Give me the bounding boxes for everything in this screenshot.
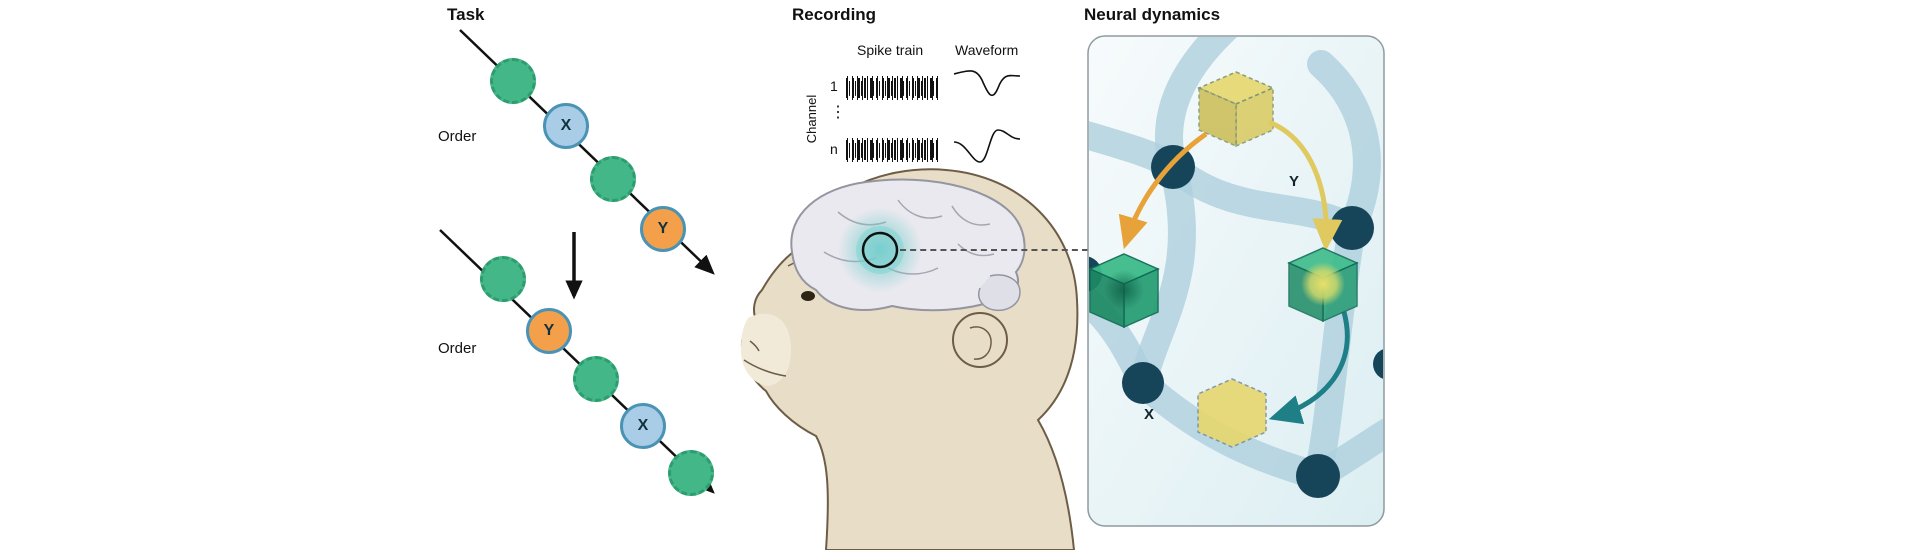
seq1-item-x-circle: X (543, 103, 589, 149)
monkey-ear (952, 312, 1008, 368)
seq2-distractor-circle-3 (668, 450, 714, 496)
neural-dynamics-diagram: Y X (1087, 35, 1385, 527)
recording-site-connector-line (900, 249, 1088, 251)
waveform-label: Waveform (955, 42, 1019, 58)
cube-state-y (1197, 71, 1275, 148)
state-shape-x (1197, 378, 1267, 448)
seq2-item-y-circle: Y (526, 308, 572, 354)
monkey-eye (801, 291, 815, 301)
state-label-y: Y (1289, 173, 1299, 190)
waveform-channel-1 (953, 70, 1021, 97)
state-label-x: X (1144, 406, 1154, 423)
cerebellum (978, 274, 1021, 312)
recording-site-marker (861, 231, 899, 269)
order-label-2: Order (438, 340, 477, 357)
order-label-1: Order (438, 128, 477, 145)
channel-number-first: 1 (830, 78, 838, 94)
recording-site-glow (838, 208, 922, 292)
seq1-item-y-label: Y (657, 220, 669, 237)
seq2-distractor-circle-2 (573, 356, 619, 402)
channel-axis-label: Channel (804, 94, 819, 144)
recording-panel-title: Recording (792, 5, 877, 24)
task-panel-title: Task (447, 5, 485, 24)
seq2-item-y-label: Y (543, 322, 555, 339)
neural-dynamics-panel-title: Neural dynamics (1084, 5, 1221, 24)
seq1-distractor-circle-1 (490, 58, 536, 104)
spike-train-label: Spike train (857, 42, 924, 58)
seq1-distractor-circle-2 (590, 156, 636, 202)
monkey-nostril (749, 340, 760, 352)
seq2-item-x-circle: X (620, 403, 666, 449)
transition-arrow-yellow (1268, 119, 1343, 252)
seq2-distractor-circle-1 (480, 256, 526, 302)
seq1-item-y-circle: Y (640, 206, 686, 252)
monkey-ear-inner (969, 326, 992, 360)
seq2-item-x-label: X (637, 417, 649, 434)
monkey-mouth (743, 359, 787, 377)
seq1-item-x-label: X (560, 117, 572, 134)
spike-train-channel-n (846, 138, 938, 162)
transition-arrow-orange (1118, 131, 1208, 250)
cube-active-right (1287, 247, 1359, 323)
transition-arrow-teal (1268, 311, 1350, 425)
spike-train-channel-1 (846, 76, 938, 100)
channel-ellipsis: ⋮ (830, 104, 846, 121)
monkey-illustration (740, 168, 1079, 550)
channel-number-last: n (830, 141, 838, 157)
monkey-muzzle-patch (740, 313, 792, 386)
waveform-channel-n (953, 129, 1021, 163)
cube-active-left (1089, 253, 1160, 329)
